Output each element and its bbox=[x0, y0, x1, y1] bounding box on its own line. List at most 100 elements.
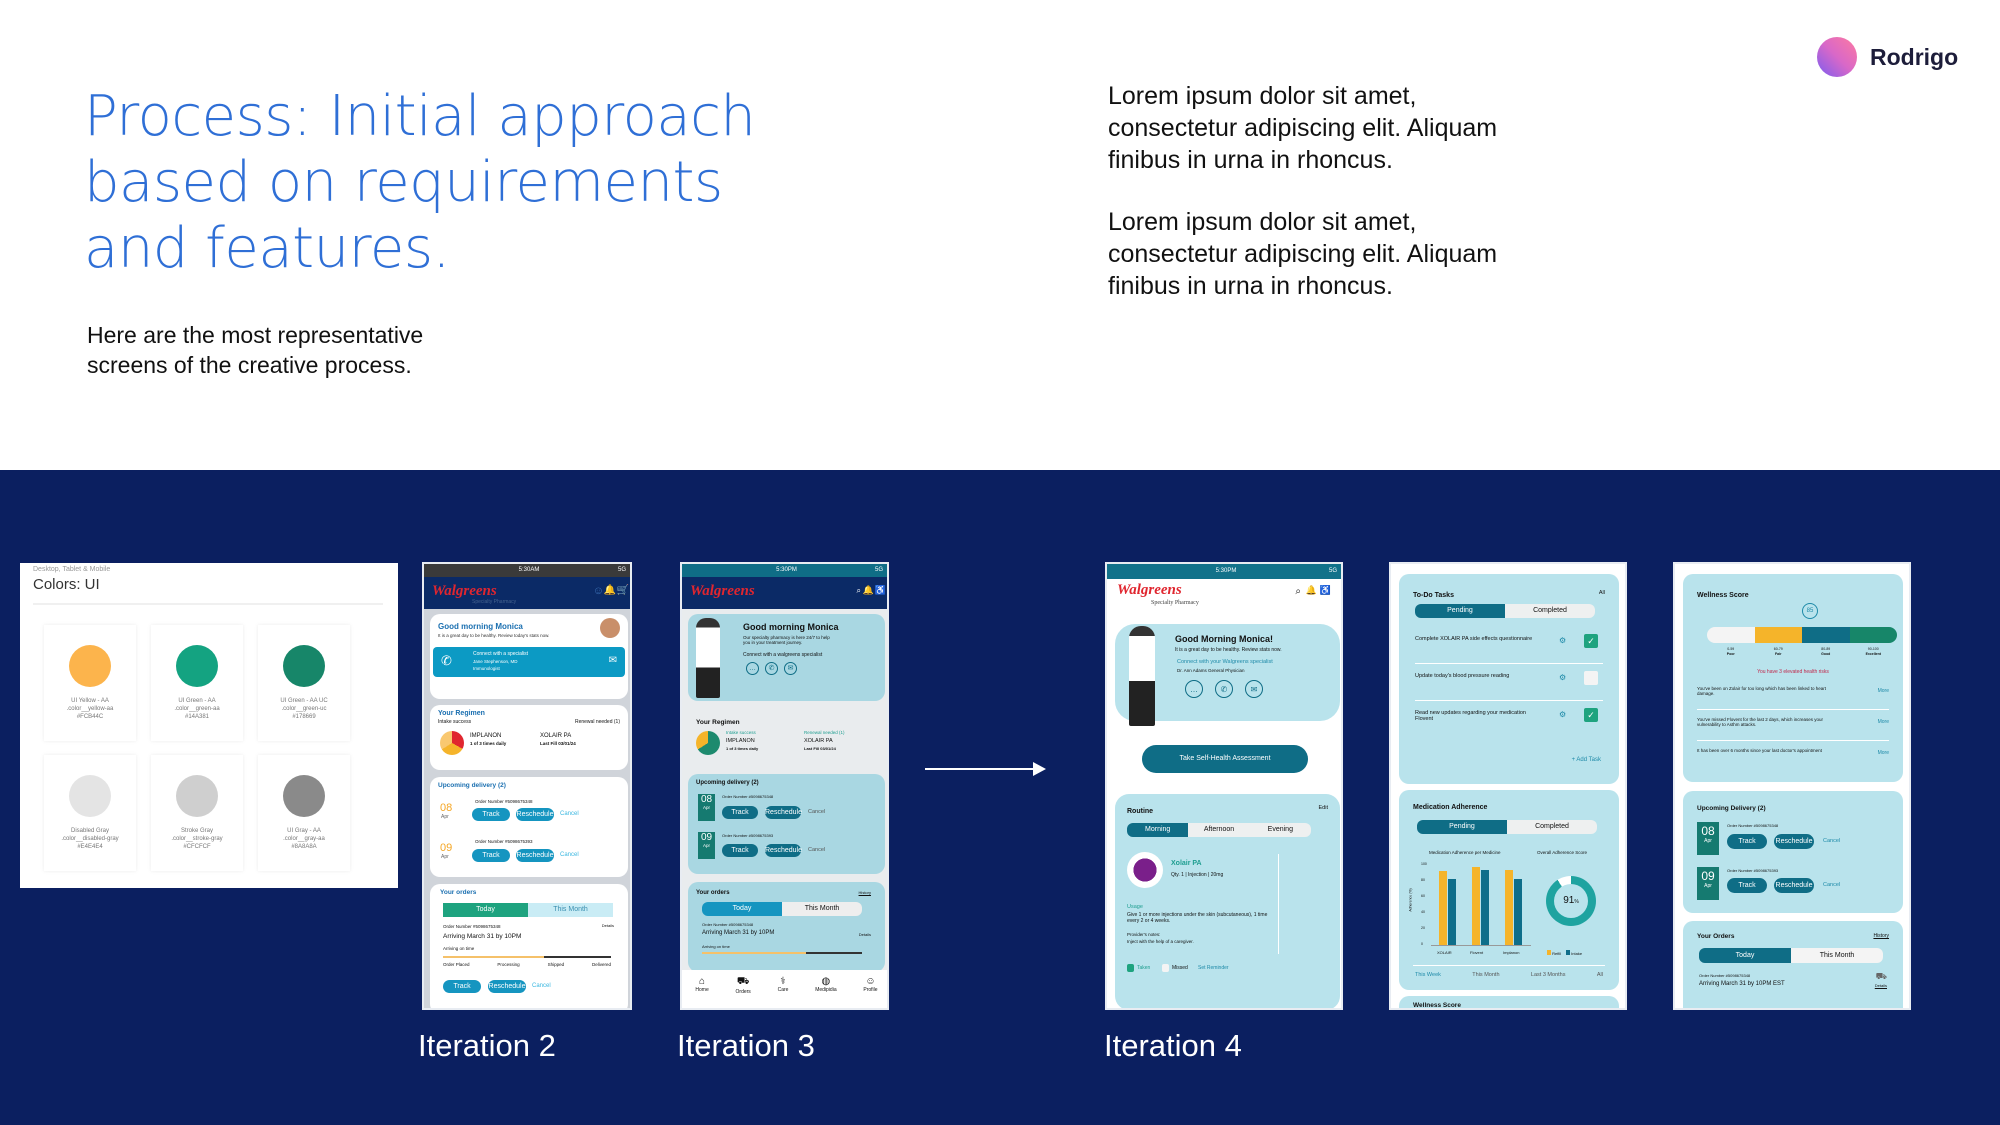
more-link[interactable]: More bbox=[1877, 688, 1889, 694]
profile-icon[interactable]: ☺ bbox=[592, 585, 604, 597]
cancel-link[interactable]: Cancel bbox=[560, 811, 579, 817]
chat-icon[interactable]: … bbox=[746, 662, 759, 675]
search-icon[interactable]: ⌕ bbox=[856, 586, 861, 595]
task-checkbox[interactable]: ✓ bbox=[1584, 634, 1598, 648]
add-task-button[interactable]: + Add Task bbox=[1571, 757, 1601, 763]
nav-medipidia[interactable]: ◍Medipidia bbox=[815, 976, 836, 1008]
tab-morning[interactable]: Morning bbox=[1127, 823, 1189, 837]
nav-profile[interactable]: ☺Profile bbox=[863, 976, 877, 1008]
cancel-link[interactable]: Cancel bbox=[532, 983, 551, 989]
details-link[interactable]: Details bbox=[1874, 983, 1887, 988]
period-this-month[interactable]: This Month bbox=[1472, 972, 1500, 978]
tab-this-month[interactable]: This Month bbox=[782, 902, 862, 916]
self-assessment-button[interactable]: Take Self-Health Assessment bbox=[1142, 745, 1308, 773]
mail-icon[interactable]: ✉ bbox=[1245, 680, 1263, 698]
nav-orders[interactable]: ⛟Orders bbox=[736, 976, 751, 1008]
mail-icon[interactable]: ✉ bbox=[784, 662, 797, 675]
period-this-week[interactable]: This Week bbox=[1415, 972, 1441, 978]
iteration-label: Iteration 2 bbox=[418, 1028, 556, 1063]
tab-completed[interactable]: Completed bbox=[1507, 820, 1597, 834]
reminder-icon[interactable]: ⚙ bbox=[1559, 636, 1567, 645]
tab-this-month[interactable]: This Month bbox=[528, 903, 613, 917]
tab-evening[interactable]: Evening bbox=[1249, 823, 1311, 837]
period-last-3-months[interactable]: Last 3 Months bbox=[1530, 972, 1566, 978]
cancel-link[interactable]: Cancel bbox=[808, 809, 826, 815]
all-link[interactable]: All bbox=[1598, 590, 1605, 596]
health-risks-alert: You have 3 elevated health risks bbox=[1757, 669, 1829, 675]
missed-checkbox[interactable] bbox=[1162, 964, 1169, 972]
range-name: Fair bbox=[1775, 652, 1782, 656]
paragraph-1: Lorem ipsum dolor sit amet, consectetur … bbox=[1108, 82, 1498, 174]
set-reminder-link[interactable]: Set Reminder bbox=[1198, 965, 1229, 971]
wellness-card: Wellness Score bbox=[1399, 996, 1619, 1008]
track-button[interactable]: Track bbox=[722, 844, 758, 857]
iteration-label: Iteration 3 bbox=[677, 1028, 815, 1063]
cancel-link[interactable]: Cancel bbox=[560, 852, 579, 858]
legend-label: Intake bbox=[1571, 951, 1583, 956]
specialist-name: Dr. Ann Adams General Physician bbox=[1177, 668, 1245, 673]
mail-icon[interactable]: ✉ bbox=[608, 655, 617, 666]
reschedule-button[interactable]: Reschedule bbox=[516, 849, 554, 862]
accessibility-icon[interactable]: ♿ bbox=[874, 585, 886, 595]
reschedule-button[interactable]: Reschedule bbox=[488, 980, 526, 993]
phone-icon[interactable]: ✆ bbox=[765, 662, 778, 675]
cancel-link[interactable]: Cancel bbox=[1823, 882, 1841, 888]
reschedule-button[interactable]: Reschedule bbox=[1774, 878, 1814, 893]
tab-today[interactable]: Today bbox=[443, 903, 528, 917]
track-button[interactable]: Track bbox=[1727, 834, 1767, 849]
details-link[interactable]: Details bbox=[858, 932, 871, 937]
nav-home[interactable]: ⌂Home bbox=[695, 976, 708, 1008]
nav-care[interactable]: ⚕Care bbox=[778, 976, 789, 1008]
tab-pending[interactable]: Pending bbox=[1417, 820, 1507, 834]
reschedule-button[interactable]: Reschedule bbox=[765, 844, 802, 857]
history-link[interactable]: History bbox=[1873, 933, 1889, 939]
wellness-score-marker: 85 bbox=[1802, 603, 1818, 619]
track-button[interactable]: Track bbox=[443, 980, 481, 993]
tab-this-month[interactable]: This Month bbox=[1791, 948, 1883, 963]
reschedule-button[interactable]: Reschedule bbox=[765, 806, 802, 819]
chat-icon[interactable]: … bbox=[1185, 680, 1203, 698]
phone-icon[interactable]: ✆ bbox=[1215, 680, 1233, 698]
bell-icon[interactable]: 🔔 bbox=[1305, 585, 1317, 595]
tab-today[interactable]: Today bbox=[1699, 948, 1791, 963]
bell-icon[interactable]: 🔔 bbox=[603, 585, 616, 596]
tab-pending[interactable]: Pending bbox=[1415, 604, 1505, 618]
reminder-icon[interactable]: ⚙ bbox=[1559, 710, 1567, 719]
delivery-card: Upcoming delivery (2) 08 Apr Order Numbe… bbox=[430, 777, 628, 877]
search-icon[interactable]: ⌕ bbox=[1295, 586, 1301, 597]
details-link[interactable]: Details bbox=[601, 923, 614, 928]
divider bbox=[1413, 965, 1605, 966]
reschedule-button[interactable]: Reschedule bbox=[1774, 834, 1814, 849]
tab-today[interactable]: Today bbox=[702, 902, 782, 916]
bell-icon[interactable]: 🔔 bbox=[862, 585, 874, 595]
more-link[interactable]: More bbox=[1877, 719, 1889, 725]
track-button[interactable]: Track bbox=[472, 849, 510, 862]
tab-afternoon[interactable]: Afternoon bbox=[1188, 823, 1250, 837]
task-checkbox[interactable] bbox=[1584, 671, 1598, 685]
taken-checkbox[interactable] bbox=[1127, 964, 1134, 972]
track-button[interactable]: Track bbox=[472, 808, 510, 821]
y-tick: 20 bbox=[1421, 926, 1425, 930]
connect-label[interactable]: Connect with your Walgreens specialist bbox=[1177, 659, 1273, 665]
cancel-link[interactable]: Cancel bbox=[1823, 838, 1841, 844]
cart-icon[interactable]: 🛒 bbox=[616, 585, 629, 596]
period-all[interactable]: All bbox=[1596, 972, 1603, 978]
reschedule-button[interactable]: Reschedule bbox=[516, 808, 554, 821]
connect-specialist-card[interactable]: ✆ Connect with a specialist Jane Stephen… bbox=[433, 647, 625, 677]
med2-sub: Last Fill 03/01/24 bbox=[540, 741, 576, 746]
edit-link[interactable]: Edit bbox=[1318, 805, 1328, 811]
history-link[interactable]: History bbox=[858, 890, 871, 895]
brand-logo: Walgreens bbox=[432, 583, 497, 599]
tab-completed[interactable]: Completed bbox=[1505, 604, 1595, 618]
more-link[interactable]: More bbox=[1877, 750, 1889, 756]
task-checkbox[interactable]: ✓ bbox=[1584, 708, 1598, 722]
task-text: Read new updates regarding your medicati… bbox=[1415, 710, 1526, 722]
reminder-icon[interactable]: ⚙ bbox=[1559, 673, 1567, 682]
color-swatch: UI Green - AA.color__green-aa#14A381 bbox=[151, 625, 243, 741]
track-button[interactable]: Track bbox=[1727, 878, 1767, 893]
cancel-link[interactable]: Cancel bbox=[808, 847, 826, 853]
track-button[interactable]: Track bbox=[722, 806, 758, 819]
accessibility-icon[interactable]: ♿ bbox=[1319, 585, 1331, 595]
